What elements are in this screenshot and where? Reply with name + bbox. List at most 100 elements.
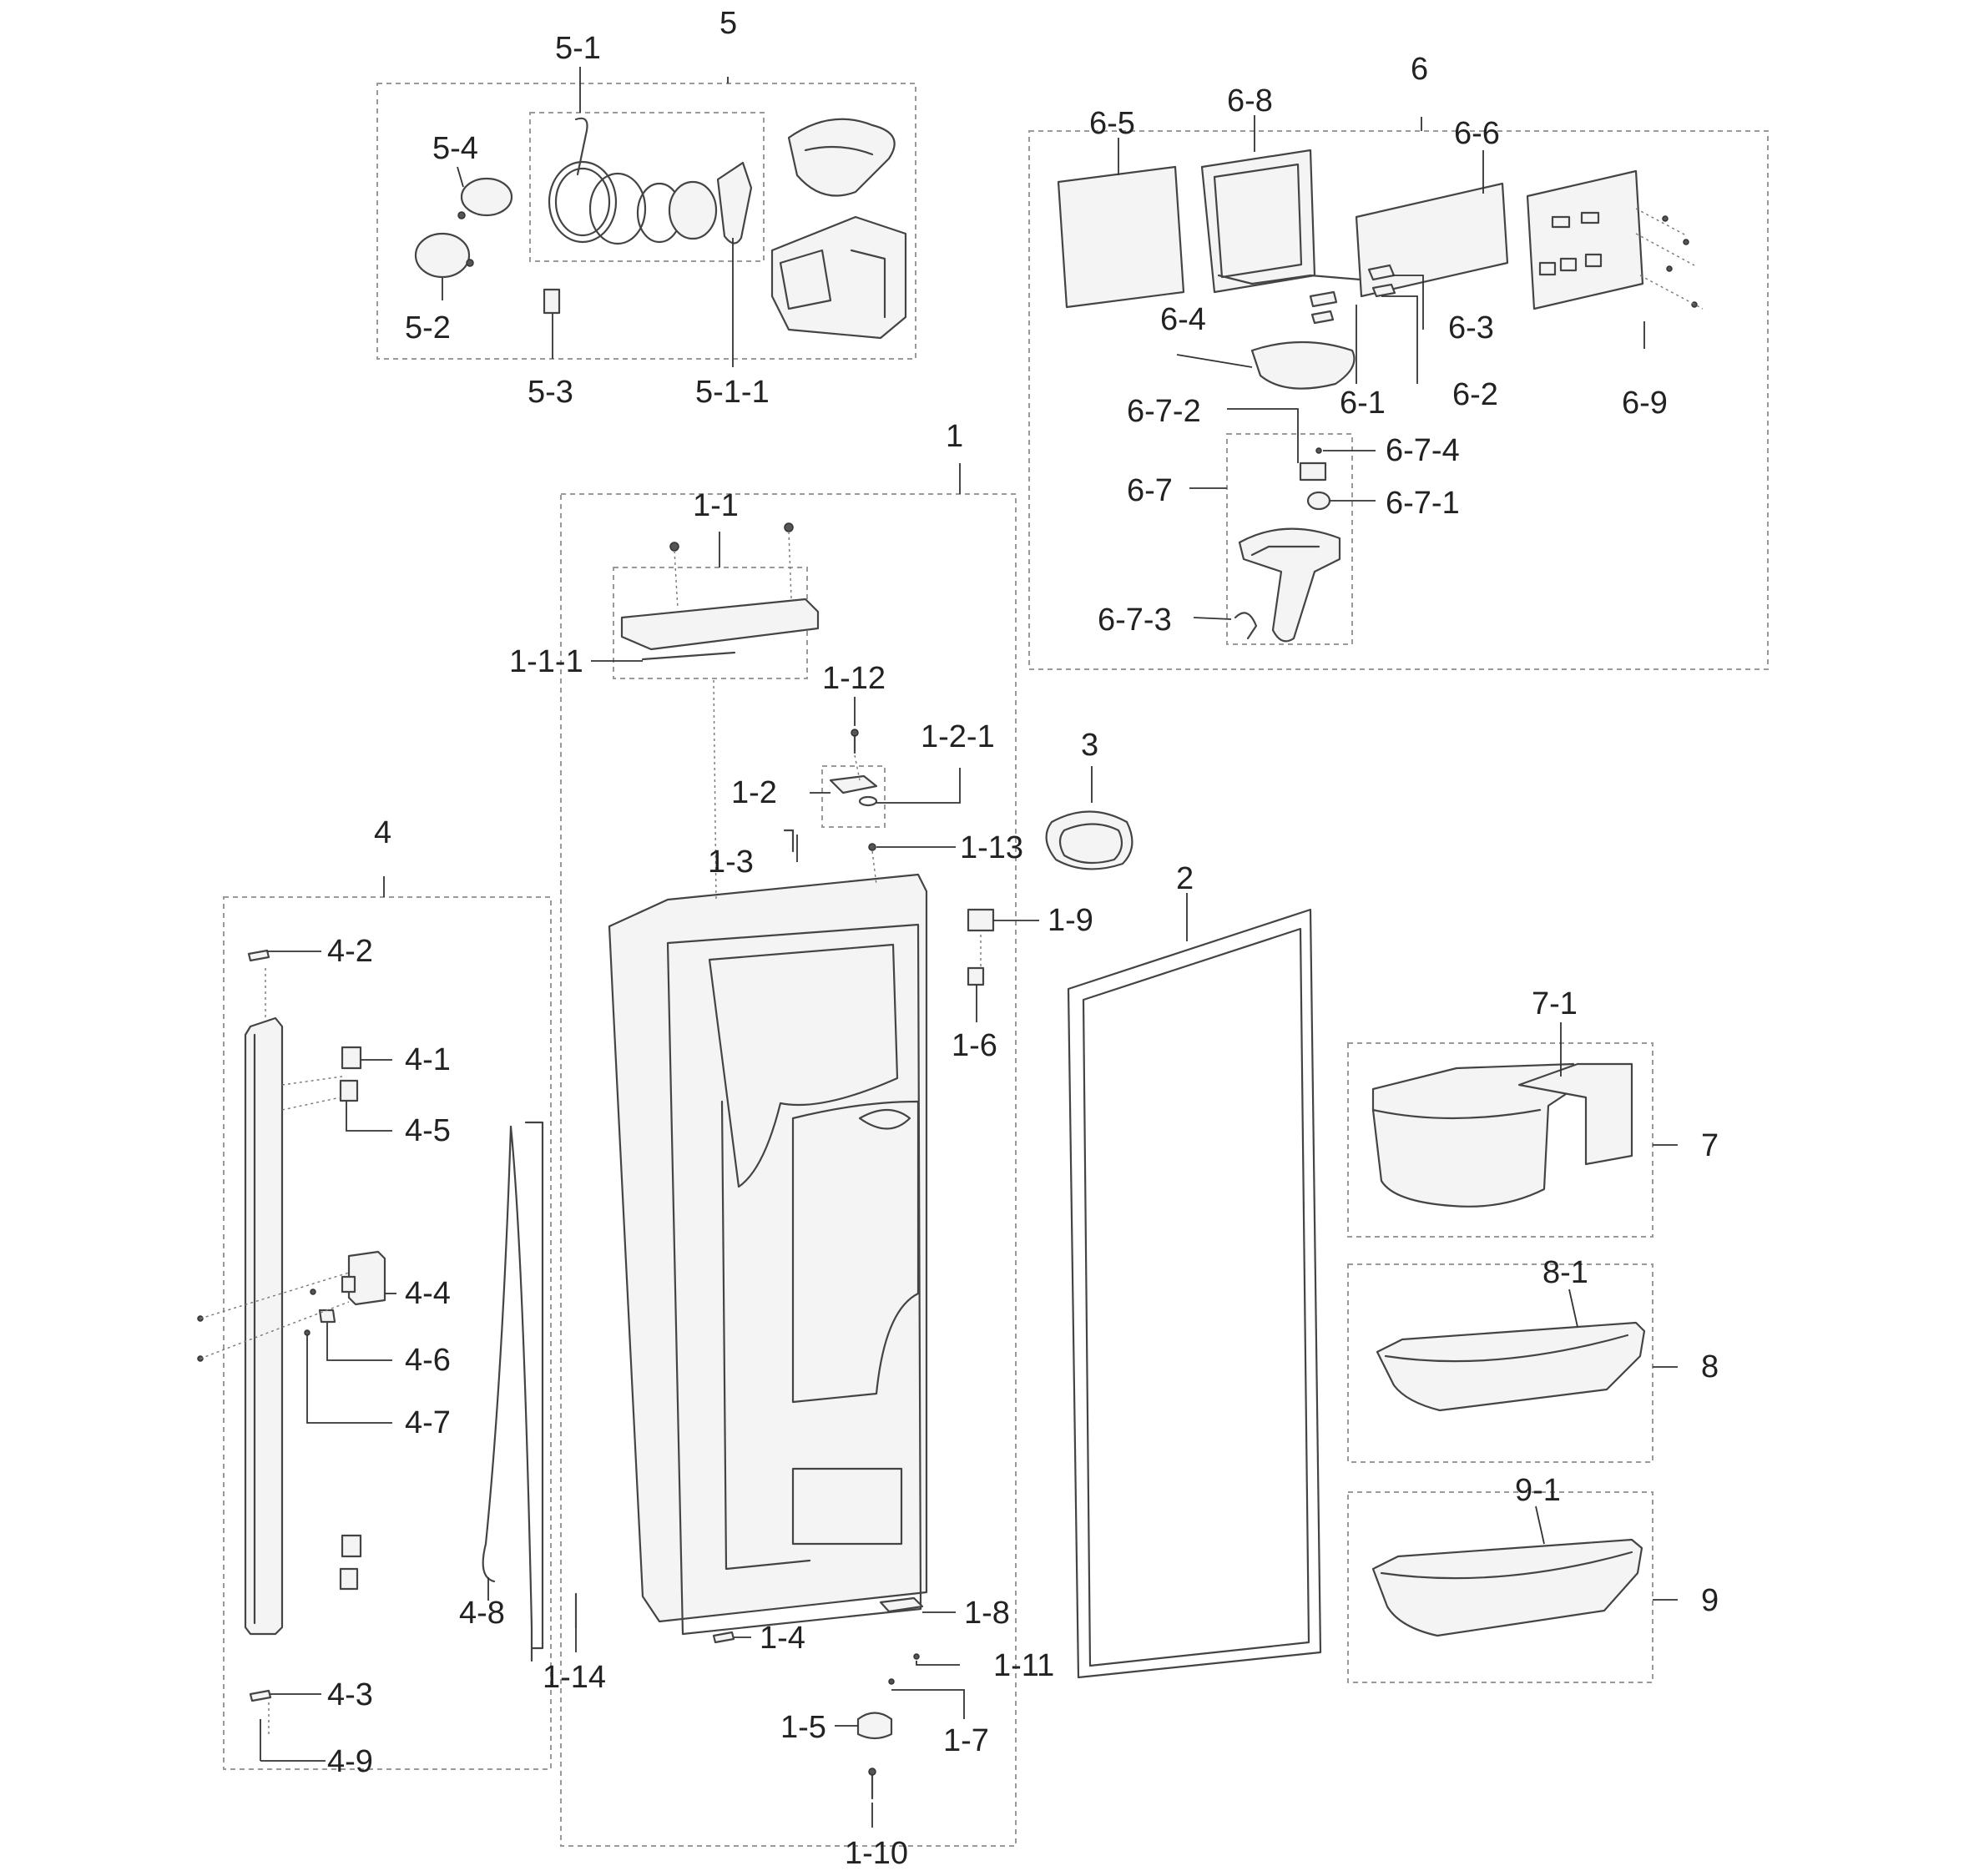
label-6-7-3: 6-7-3 (1098, 603, 1172, 638)
group-1-door-assembly (560, 463, 1039, 1847)
label-1-10: 1-10 (845, 1836, 908, 1871)
label-8: 8 (1701, 1349, 1719, 1384)
callout-labels: 5 5-1 5-4 5-2 5-3 5-1-1 6 6-8 6-5 6-6 6-… (327, 6, 1719, 1871)
part-1-12-screw (851, 729, 859, 737)
label-1-2: 1-2 (731, 775, 777, 810)
label-1-7: 1-7 (943, 1723, 989, 1758)
label-1-2-1: 1-2-1 (921, 719, 995, 754)
label-5-1: 5-1 (555, 31, 601, 66)
label-1-8: 1-8 (964, 1596, 1010, 1631)
label-7: 7 (1701, 1128, 1719, 1163)
label-4-3: 4-3 (327, 1677, 373, 1712)
label-4-4: 4-4 (405, 1276, 451, 1311)
group-6-dispenser-assembly (1028, 115, 1769, 670)
label-4-6: 4-6 (405, 1343, 451, 1378)
label-4-5: 4-5 (405, 1113, 451, 1148)
label-6-3: 6-3 (1448, 310, 1494, 345)
label-4: 4 (374, 815, 391, 850)
part-1-door-liner (608, 873, 928, 1623)
label-3: 3 (1081, 728, 1098, 763)
label-4-9: 4-9 (327, 1744, 373, 1779)
part-1-9-cap (967, 908, 995, 932)
part-6-6-pcb (1355, 182, 1509, 298)
part-4-8-heater-wire (509, 1125, 533, 1662)
label-6-9: 6-9 (1622, 386, 1668, 421)
label-1-12: 1-12 (822, 661, 886, 696)
part-4-7-screw (304, 1329, 310, 1336)
part-4-3-cap (249, 1689, 272, 1702)
label-1-14: 1-14 (543, 1660, 606, 1695)
label-6-2: 6-2 (1452, 377, 1498, 412)
part-6-1-switch (1309, 290, 1338, 308)
part-4-4-bracket (347, 1250, 386, 1306)
part-6-7-lever (1238, 527, 1341, 643)
label-6: 6 (1411, 52, 1428, 87)
group-2-door-gasket (1067, 893, 1322, 1679)
group-9-bin (1347, 1491, 1678, 1683)
part-3-guard (1045, 810, 1133, 870)
label-5-1-1: 5-1-1 (695, 375, 770, 410)
part-1-10-screw (868, 1768, 876, 1776)
label-1-5: 1-5 (780, 1710, 826, 1745)
part-5-1-ring-b (588, 172, 647, 245)
label-1-1: 1-1 (693, 488, 739, 523)
label-6-7-4: 6-7-4 (1386, 433, 1460, 468)
label-1-4: 1-4 (760, 1621, 805, 1656)
part-1-5-bushing (856, 1712, 893, 1740)
part-5-4-cover (460, 177, 513, 217)
part-9-1-bin (1371, 1538, 1643, 1637)
part-2-gasket (1067, 908, 1322, 1679)
part-6-7-2-bracket (1299, 461, 1327, 482)
part-5-1-ring-a (548, 160, 618, 244)
part-4-5-holder (339, 1079, 359, 1102)
label-1-13: 1-13 (960, 830, 1023, 865)
label-1-1-1: 1-1-1 (509, 644, 583, 679)
part-1-6-switch (967, 966, 985, 986)
label-1: 1 (946, 419, 963, 454)
part-6-7-1-microswitch (1306, 491, 1331, 511)
label-8-1: 8-1 (1542, 1255, 1588, 1290)
part-5-3-switch (543, 288, 561, 315)
label-6-4: 6-4 (1160, 302, 1206, 337)
part-6-5-panel (1057, 165, 1185, 309)
part-6-9-cover (1526, 169, 1644, 310)
part-4-2-cap (247, 949, 270, 962)
label-4-7: 4-7 (405, 1405, 451, 1440)
label-4-8: 4-8 (459, 1596, 505, 1631)
label-5-4: 5-4 (432, 131, 478, 166)
group-4-handle-assembly (197, 876, 552, 1770)
part-1-3-pin (783, 829, 795, 853)
part-4-6-block (318, 1309, 336, 1324)
part-1-2-1-washer (858, 795, 878, 807)
label-6-7: 6-7 (1127, 473, 1173, 508)
label-5-3: 5-3 (528, 375, 573, 410)
part-5-ice-tray (787, 118, 896, 197)
part-1-1-bracket (620, 598, 820, 651)
part-1-13-screw (868, 843, 876, 851)
label-4-1: 4-1 (405, 1042, 451, 1077)
group-7-bin (1347, 1022, 1678, 1238)
label-6-5: 6-5 (1089, 106, 1135, 141)
part-4-handle-bar (244, 1016, 284, 1636)
label-6-1: 6-1 (1340, 386, 1386, 421)
label-1-11: 1-11 (993, 1648, 1054, 1683)
label-6-8: 6-8 (1227, 83, 1273, 119)
part-5-1-1-lever (716, 161, 753, 245)
part-5-2-motor (414, 232, 471, 279)
label-1-6: 1-6 (952, 1028, 997, 1063)
part-1-dispenser-recess (858, 1109, 911, 1130)
label-2: 2 (1176, 861, 1194, 896)
part-6-7-3-wire (1234, 612, 1258, 640)
label-4-2: 4-2 (327, 934, 373, 969)
part-6-2-switch (1371, 283, 1396, 298)
label-5-2: 5-2 (405, 310, 451, 345)
label-9: 9 (1701, 1583, 1719, 1618)
part-5-chute-housing (770, 215, 907, 340)
label-5: 5 (719, 6, 737, 41)
label-1-3: 1-3 (708, 845, 754, 880)
part-7-1-bin (1371, 1062, 1575, 1208)
label-9-1: 9-1 (1515, 1473, 1561, 1508)
part-8-1-bin (1376, 1321, 1646, 1412)
label-7-1: 7-1 (1532, 986, 1578, 1021)
